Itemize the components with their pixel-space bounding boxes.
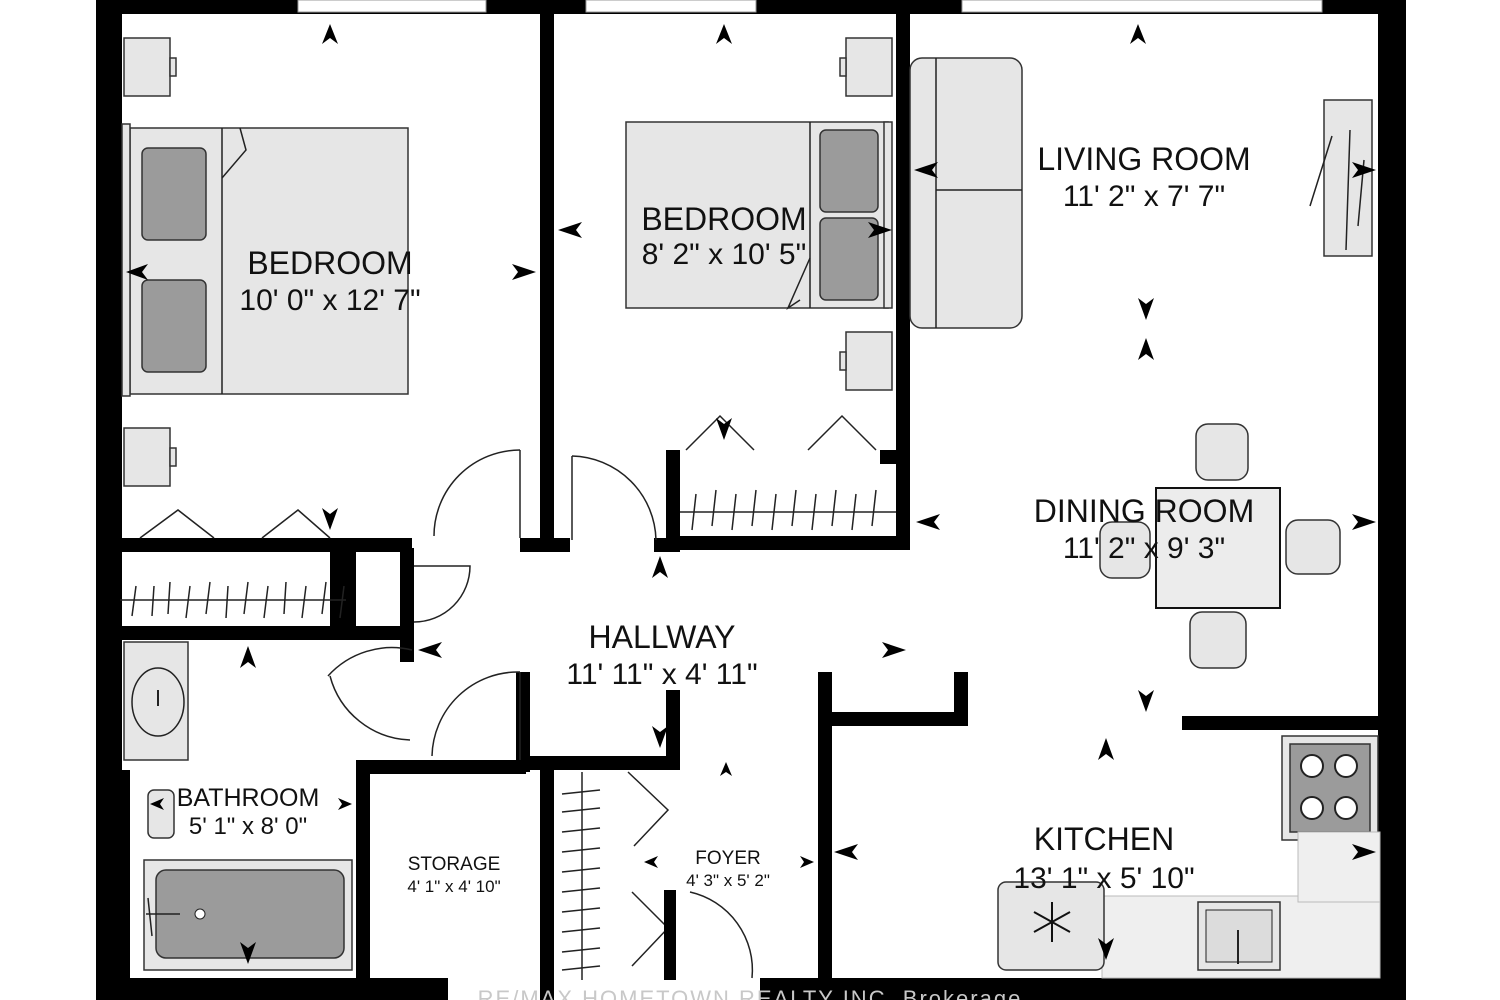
dining-table-icon — [1099, 423, 1341, 669]
room-label-bedroom-1: BEDROOM 10' 0" x 12' 7" — [239, 245, 420, 317]
bedroom-1-furniture — [121, 37, 409, 487]
room-name: HALLWAY — [589, 619, 736, 655]
room-label-bathroom: BATHROOM 5' 1" x 8' 0" — [177, 784, 320, 840]
room-dimensions: 4' 1" x 4' 10" — [407, 877, 500, 896]
room-name: BATHROOM — [177, 784, 320, 812]
room-label-foyer: FOYER 4' 3" x 5' 2" — [686, 848, 770, 890]
room-dimensions: 11' 11" x 4' 11" — [566, 658, 757, 691]
kitchen-fixtures — [997, 735, 1381, 979]
room-label-hallway: HALLWAY 11' 11" x 4' 11" — [566, 619, 757, 691]
foyer-closet — [561, 771, 676, 980]
room-label-living-room: LIVING ROOM 11' 2" x 7' 7" — [1037, 141, 1250, 213]
toilet-icon — [147, 789, 175, 839]
door-swings — [327, 449, 754, 979]
room-name: KITCHEN — [1034, 821, 1174, 857]
room-dimensions: 13' 1" x 5' 10" — [1013, 862, 1194, 895]
bedroom-1-closet — [120, 509, 346, 619]
room-name: STORAGE — [408, 854, 501, 875]
room-dimensions: 5' 1" x 8' 0" — [189, 813, 307, 840]
room-label-storage: STORAGE 4' 1" x 4' 10" — [407, 854, 500, 896]
room-label-kitchen: KITCHEN 13' 1" x 5' 10" — [1013, 821, 1194, 895]
room-name: LIVING ROOM — [1037, 141, 1250, 177]
room-label-dining-room: DINING ROOM 11' 2" x 9' 3" — [1034, 493, 1254, 565]
room-name: BEDROOM — [247, 245, 412, 281]
room-name: DINING ROOM — [1034, 493, 1254, 529]
room-dimensions: 8' 2" x 10' 5" — [642, 238, 807, 271]
room-dimensions: 4' 3" x 5' 2" — [686, 871, 770, 890]
room-dimensions: 11' 2" x 7' 7" — [1063, 180, 1225, 213]
room-name: FOYER — [695, 848, 760, 869]
room-dimensions: 10' 0" x 12' 7" — [239, 284, 420, 317]
watermark: RE/MAX HOMETOWN REALTY INC. Brokerage — [477, 986, 1023, 1000]
room-label-bedroom-2: BEDROOM 8' 2" x 10' 5" — [641, 201, 806, 271]
sofa-icon — [909, 57, 1023, 329]
bedroom-2-closet — [680, 414, 896, 531]
room-name: BEDROOM — [641, 201, 806, 237]
room-dimensions: 11' 2" x 9' 3" — [1063, 532, 1225, 565]
tv-icon — [1309, 99, 1373, 257]
snowflake-icon — [1033, 902, 1071, 942]
bedroom-2-furniture — [625, 37, 893, 391]
direction-arrows — [126, 24, 1376, 964]
windows — [297, 0, 1323, 13]
